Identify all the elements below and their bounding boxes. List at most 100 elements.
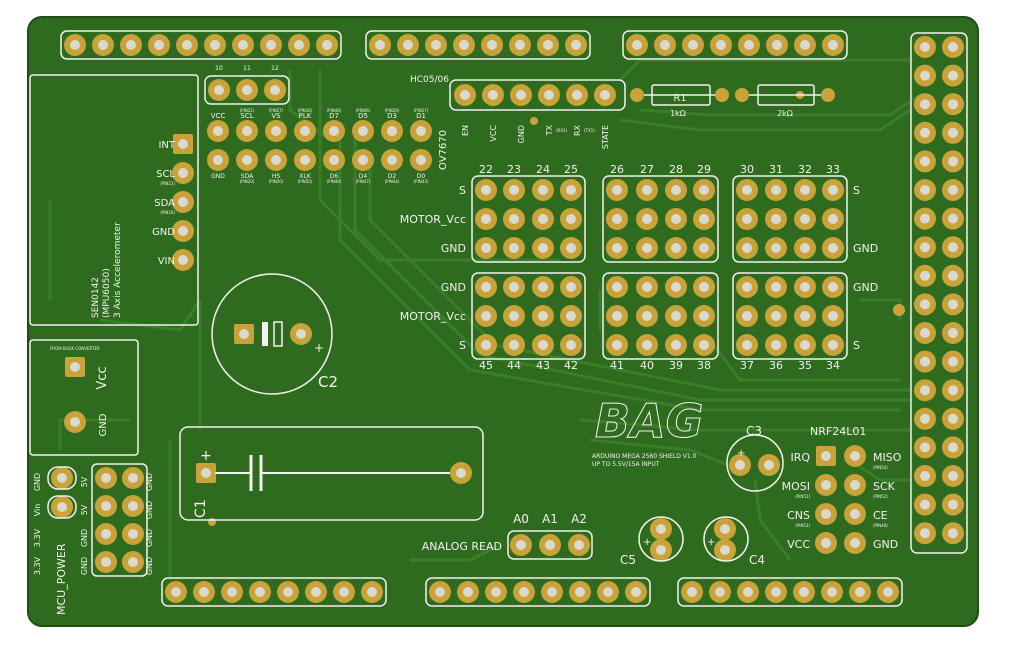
header-bottom-b-pad [457,581,479,603]
analog-label: ANALOG READ [422,540,502,553]
c2-pad [290,323,312,345]
buck-note: FROM BUCK CONVERTER [50,346,100,351]
power-pad [122,467,144,489]
header-right-pad [942,493,964,516]
servo-pad [794,305,816,327]
header-top-b-pad [397,34,419,56]
header-bottom-c-pad [849,581,871,603]
camera-bot-label: XLK [299,173,311,180]
servo-channel-number: 42 [564,359,578,372]
servo-pad [636,179,658,201]
camera-top-pad [381,120,403,142]
power-left-label: GND [80,557,89,575]
servo-pad [822,179,844,201]
r2-body [757,84,815,106]
bt-pin-pad [594,84,616,106]
servo-row-label: S [853,339,860,352]
c2-plus: + [314,341,324,355]
servo-channel-number: 37 [740,359,754,372]
servo-channel-number: 40 [640,359,654,372]
c3-pad [758,454,780,476]
header-bottom-b-pad [597,581,619,603]
header-right-pad [942,150,964,173]
header-right-pad [914,350,936,373]
servo-bot-group [471,272,586,360]
camera-top-sub: (PIN21) [240,108,255,113]
r1-value: 1kΩ [670,109,686,118]
servo-pad [606,305,628,327]
header-right-outline [910,32,968,554]
header-right-pad [942,207,964,230]
header-right-pad [942,322,964,344]
camera-bot-sub: (PIN47) [356,179,371,184]
header-bottom-b-pad [625,581,647,603]
bt-pin-pad [566,84,588,106]
header-top-a-pad [92,34,114,56]
camera-jumper-pad [264,79,286,101]
c1-outline [179,426,484,521]
header-right-pad [942,236,964,259]
nrf-pad [815,532,837,554]
servo-pad [736,334,758,356]
power-row-label: Vin [33,504,42,517]
header-right-pad [942,465,964,487]
servo-channel-number: 22 [479,163,493,176]
silkscreen-layer: INTSCL(PIN21)SDA(PIN20)GNDVINSEN0142(MPU… [29,30,968,615]
header-right-pad [914,93,936,116]
servo-pad [475,237,497,259]
nrf-left-label: MOSI [782,480,810,493]
c5-outline [638,516,684,562]
nrf-left-label: VCC [787,538,810,551]
header-bottom-b-pad [569,581,591,603]
header-bottom-b-outline [425,577,651,607]
camera-top-sub: (PIN29) [385,108,400,113]
header-bottom-a-outline [161,577,387,607]
header-bottom-a-pad [165,581,187,603]
accel-name-line: (MPU6050) [102,268,112,318]
servo-pad [794,208,816,230]
servo-pad [606,276,628,298]
servo-pad [665,276,687,298]
camera-bot-pad [207,149,229,171]
servo-pad [560,237,582,259]
power-row-label: 3.3V [33,556,42,575]
logo-mark: BAG [595,394,703,448]
bt-pin-label: RX [573,124,582,136]
camera-top-label: PLK [299,112,312,120]
header-bottom-a-pad [249,581,271,603]
nrf-right-sub: (PIN50) [873,465,888,470]
nrf-right-label: SCK [873,480,896,493]
servo-pad [503,237,525,259]
header-top-b-pad [425,34,447,56]
camera-top-sub: (PIN48) [327,108,342,113]
servo-pad [736,305,758,327]
nrf-pad [844,445,866,467]
servo-channel-number: 33 [826,163,840,176]
header-bottom-c-pad [737,581,759,603]
servo-channel-number: 45 [479,359,493,372]
servo-pad [475,276,497,298]
accel-pin-pad [172,220,194,242]
header-bottom-b-pad [485,581,507,603]
nrf-right-sub: (PIN48) [873,523,888,528]
servo-pad [794,276,816,298]
nrf-pad [844,474,866,496]
header-right-pad [914,179,936,201]
header-bottom-c-pad [821,581,843,603]
servo-pad [765,305,787,327]
header-right-pad [942,64,964,87]
header-top-b-pad [369,34,391,56]
header-top-b-pad [481,34,503,56]
bt-pin-pad [510,84,532,106]
camera-bot-sub: (PIN20) [269,179,284,184]
header-bottom-c-pad [793,581,815,603]
analog-pin-label: A2 [571,512,587,526]
servo-row-label: GND [853,281,878,294]
servo-top-group [471,175,586,263]
accel-pin-pad [172,249,194,271]
header-top-b-outline [365,30,591,60]
servo-channel-number: 32 [798,163,812,176]
logo-line2: UP TO 5.5V/15A INPUT [592,461,660,468]
servo-channel-number: 27 [640,163,654,176]
